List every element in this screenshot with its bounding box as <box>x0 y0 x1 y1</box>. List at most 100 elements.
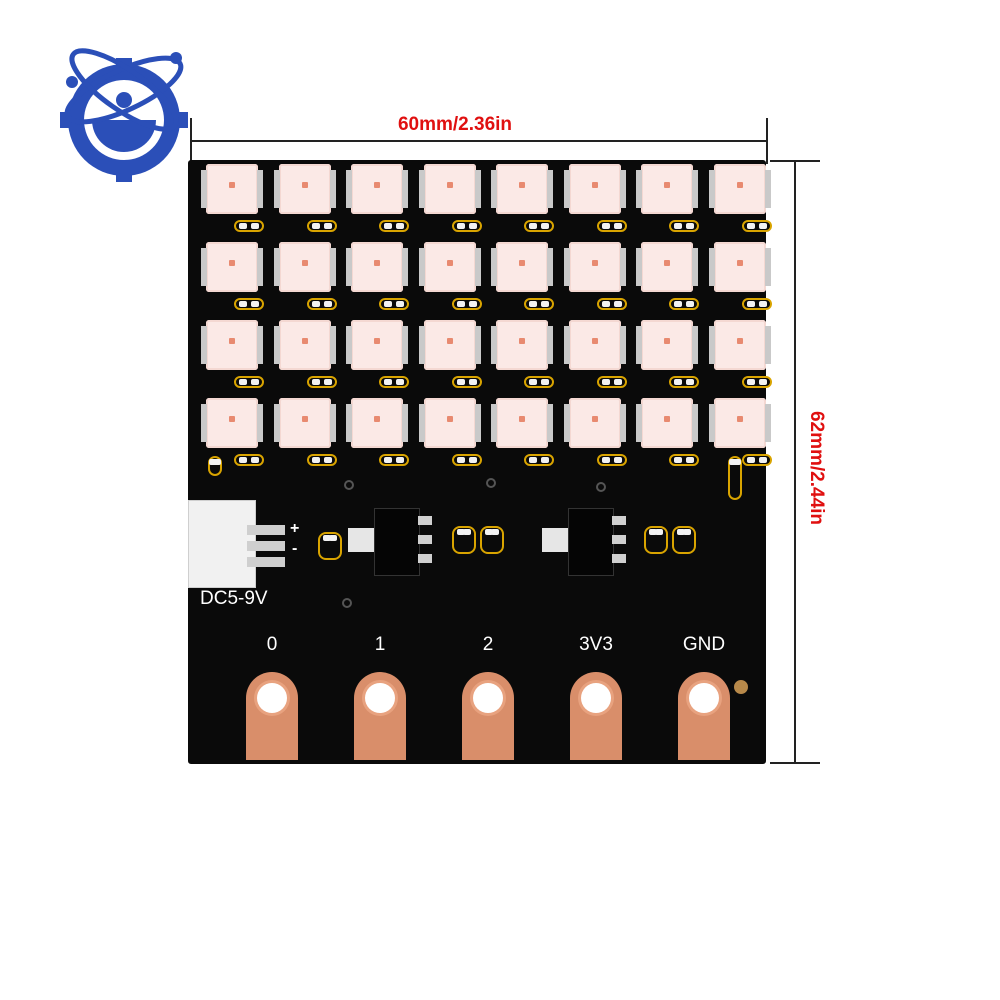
led-capacitor-pad <box>596 376 627 388</box>
rgb-led <box>491 398 553 448</box>
rgb-led <box>418 320 481 370</box>
via-hole <box>344 480 354 490</box>
led-die <box>591 260 598 266</box>
led-die <box>446 338 453 344</box>
led-capacitor-pad <box>379 376 409 388</box>
rgb-led <box>563 320 626 370</box>
rgb-led <box>491 320 553 370</box>
led-capacitor-pad <box>596 220 627 232</box>
led-die <box>664 260 670 266</box>
pin-hole <box>689 683 719 713</box>
voltage-regulator-left <box>374 508 420 576</box>
led-die <box>301 260 308 266</box>
power-input-label: DC5-9V <box>200 588 268 609</box>
led-die <box>446 416 453 422</box>
led-capacitor-pad <box>524 298 554 310</box>
rgb-led <box>636 242 698 292</box>
rgb-led <box>346 320 408 370</box>
led-capacitor-pad <box>669 454 699 466</box>
led-capacitor-pad <box>234 454 264 466</box>
led-die <box>664 416 670 422</box>
rgb-led <box>636 398 698 448</box>
edge-connector-pin[interactable] <box>246 672 298 760</box>
rgb-led <box>708 164 771 214</box>
led-die <box>519 338 525 344</box>
via-hole <box>342 598 352 608</box>
led-die <box>446 260 453 266</box>
led-die <box>591 416 598 422</box>
edge-connector-pin[interactable] <box>354 672 406 760</box>
led-die <box>664 338 670 344</box>
rgb-led <box>201 164 263 214</box>
voltage-regulator-right <box>568 508 614 576</box>
led-capacitor-pad <box>451 298 482 310</box>
led-capacitor-pad <box>379 454 409 466</box>
capacitor-pad <box>480 526 504 554</box>
led-die <box>374 338 380 344</box>
capacitor-pad <box>644 526 668 554</box>
edge-connector-pin[interactable] <box>462 672 514 760</box>
rgb-led <box>563 164 626 214</box>
side-pad <box>208 456 222 476</box>
led-die <box>736 416 743 422</box>
rgb-led <box>636 320 698 370</box>
led-capacitor-pad <box>234 298 264 310</box>
led-capacitor-pad <box>451 454 482 466</box>
led-capacitor-pad <box>741 298 772 310</box>
height-dimension-line <box>794 160 796 764</box>
pin-label: 0 <box>266 634 278 655</box>
led-die <box>446 182 453 188</box>
pin-hole <box>581 683 611 713</box>
capacitor-pad <box>672 526 696 554</box>
minus-sign: - <box>292 540 298 557</box>
side-pad <box>728 456 742 500</box>
regulator-leg <box>418 535 432 544</box>
pin-label: 2 <box>482 634 494 655</box>
height-dimension-label: 62mm/2.44in <box>806 410 827 526</box>
rgb-led <box>201 242 263 292</box>
height-tick-top <box>770 160 820 162</box>
led-die <box>374 182 380 188</box>
width-dimension-line <box>190 140 766 142</box>
led-capacitor-pad <box>524 220 554 232</box>
pin-label: 3V3 <box>579 634 613 655</box>
led-capacitor-pad <box>596 454 627 466</box>
led-die <box>736 338 743 344</box>
capacitor-pad <box>318 532 342 560</box>
regulator-leg <box>612 535 626 544</box>
rgb-led <box>418 398 481 448</box>
led-die <box>736 260 743 266</box>
led-die <box>736 182 743 188</box>
plus-sign: + <box>290 520 300 537</box>
regulator-leg <box>612 554 626 563</box>
led-capacitor-pad <box>451 220 482 232</box>
led-capacitor-pad <box>234 220 264 232</box>
rgb-led <box>563 398 626 448</box>
edge-connector-pin[interactable] <box>678 672 730 760</box>
led-die <box>519 260 525 266</box>
rgb-led <box>708 242 771 292</box>
rgb-led <box>346 242 408 292</box>
jst-power-connector <box>188 500 285 588</box>
brand-logo <box>44 20 204 190</box>
pin-label: GND <box>682 634 726 655</box>
led-capacitor-pad <box>379 298 409 310</box>
via-hole <box>486 478 496 488</box>
rgb-led <box>563 242 626 292</box>
rgb-led <box>491 242 553 292</box>
rgb-led <box>273 398 336 448</box>
led-die <box>229 416 235 422</box>
rgb-led <box>418 164 481 214</box>
edge-connector-pin[interactable] <box>570 672 622 760</box>
led-capacitor-pad <box>524 376 554 388</box>
width-tick-left <box>190 118 192 164</box>
led-die <box>229 338 235 344</box>
led-die <box>374 260 380 266</box>
rgb-led <box>273 242 336 292</box>
regulator-tab <box>542 528 568 552</box>
led-die <box>301 416 308 422</box>
led-capacitor-pad <box>741 454 772 466</box>
via-hole <box>596 482 606 492</box>
led-die <box>374 416 380 422</box>
